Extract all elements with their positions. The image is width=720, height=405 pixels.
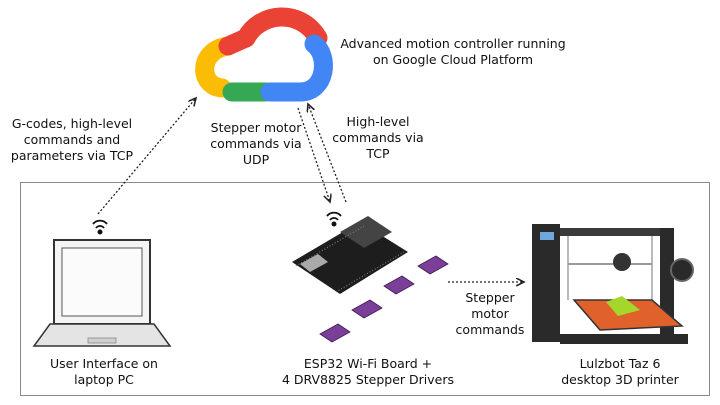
link-label-line: TCP [366,146,390,161]
wifi-icon [326,211,342,227]
link-label-line: commands [455,322,525,337]
link-label-line: G-codes, high-level [11,116,133,131]
link-label-line: UDP [242,152,270,167]
esp-label: ESP32 Wi-Fi Board + 4 DRV8825 Stepper Dr… [268,356,468,388]
device-label-line: ESP32 Wi-Fi Board + [303,356,433,371]
link-label-line: parameters via TCP [10,148,134,163]
google-cloud-logo [195,7,333,102]
device-label-line: laptop PC [74,372,134,387]
device-label-line: 4 DRV8825 Stepper Drivers [281,372,455,387]
laptop-icon [32,239,172,347]
3d-printer-icon [532,224,694,344]
link-label-line: High-level [346,114,410,129]
link-label-line: motor [471,306,509,321]
link-pc-to-cloud [97,98,196,215]
pc-to-cloud-label: G-codes, high-level commands and paramet… [4,116,140,164]
device-label-line: User Interface on [50,356,158,371]
link-label-line: commands via [332,130,424,145]
link-label-line: Stepper motor [210,120,302,135]
cloud-caption-line: Advanced motion controller running [340,36,566,51]
link-label-line: commands and [23,132,121,147]
esp32-board-icon [292,216,408,294]
cloud-caption-line: on Google Cloud Platform [373,52,533,67]
esp-to-printer-label: Stepper motor commands [452,290,528,338]
laptop-label: User Interface on laptop PC [24,356,184,388]
cloud-to-esp-label: Stepper motor commands via UDP [204,120,308,168]
device-label-line: Lulzbot Taz 6 [579,356,661,371]
link-label-line: Stepper [465,290,515,305]
device-label-line: desktop 3D printer [561,372,679,387]
local-hardware-frame [20,182,710,396]
cloud-caption: Advanced motion controller running on Go… [330,36,576,68]
esp-to-cloud-label: High-level commands via TCP [330,114,426,162]
wifi-icon [92,219,108,235]
link-cloud-to-esp [297,107,330,202]
stepper-driver-icon [319,255,449,343]
link-esp-to-cloud [308,104,347,203]
printer-label: Lulzbot Taz 6 desktop 3D printer [540,356,700,388]
link-label-line: commands via [210,136,302,151]
